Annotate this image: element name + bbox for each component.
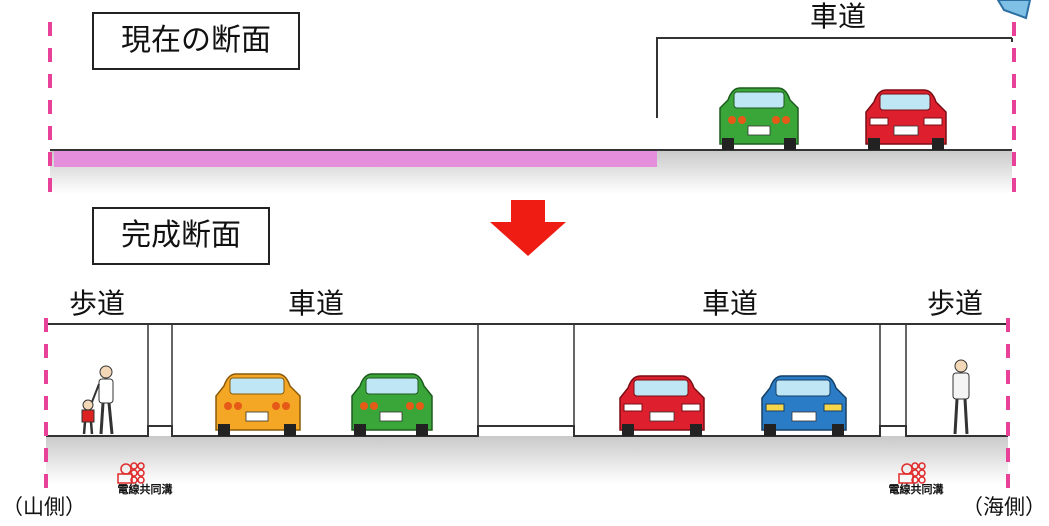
- car-green-rear: [351, 373, 433, 436]
- completed-ground: [46, 436, 1008, 484]
- conduit-label-left: 電線共同溝: [117, 483, 173, 496]
- transition-arrow: [490, 200, 566, 256]
- current-section: [48, 0, 1032, 196]
- widening-band: [54, 151, 657, 167]
- car-green-rear: [719, 87, 799, 150]
- car-red-front: [865, 89, 947, 150]
- car-blue-front: [761, 375, 847, 436]
- current-roadway-bracket: [656, 37, 1012, 118]
- mountain-side-label: （山側）: [2, 495, 86, 519]
- sidewalk-right-label: 歩道: [926, 287, 984, 320]
- completed-section: [44, 318, 1010, 490]
- pedestrian-adult-child: [81, 365, 114, 435]
- conduit-icon-right: [898, 462, 926, 484]
- roadway-right-label: 車道: [701, 287, 759, 320]
- completed-ground-line: [46, 425, 1008, 437]
- current-roadway-label: 車道: [809, 0, 867, 33]
- car-red-front: [619, 375, 705, 436]
- completed-section-title: 完成断面: [92, 207, 270, 265]
- roadway-left-label: 車道: [287, 287, 345, 320]
- sea-side-label: （海側）: [962, 495, 1046, 519]
- tool-icon: [996, 0, 1032, 20]
- pedestrian-adult: [952, 359, 970, 435]
- conduit-icon-left: [117, 462, 145, 484]
- sidewalk-left-label: 歩道: [68, 287, 126, 320]
- car-orange-rear: [215, 373, 301, 436]
- conduit-label-right: 電線共同溝: [888, 483, 944, 496]
- current-section-title: 現在の断面: [92, 12, 300, 70]
